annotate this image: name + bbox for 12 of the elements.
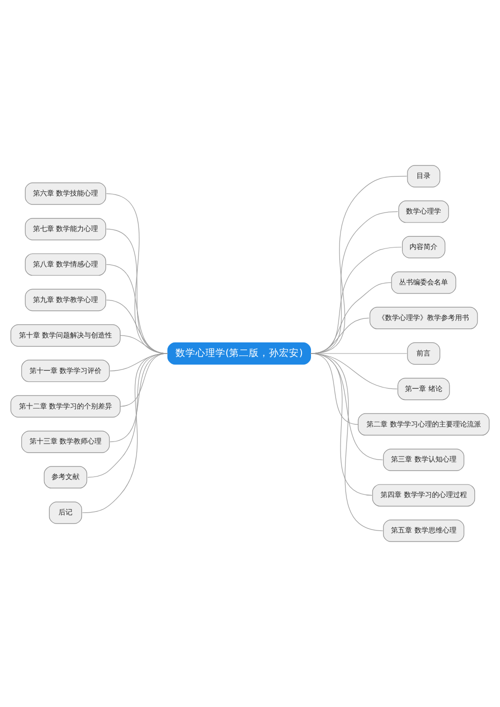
connector [120, 335, 168, 354]
connector [110, 353, 168, 372]
connector [110, 353, 168, 442]
connector [310, 176, 408, 354]
connector [87, 353, 168, 478]
connector [82, 353, 168, 514]
connector [106, 193, 168, 354]
node-box: 数学心理学(第二版，孙宏安) [167, 342, 311, 365]
connector [106, 228, 168, 354]
connector [106, 300, 168, 354]
connector [106, 264, 168, 354]
connector [310, 353, 384, 532]
